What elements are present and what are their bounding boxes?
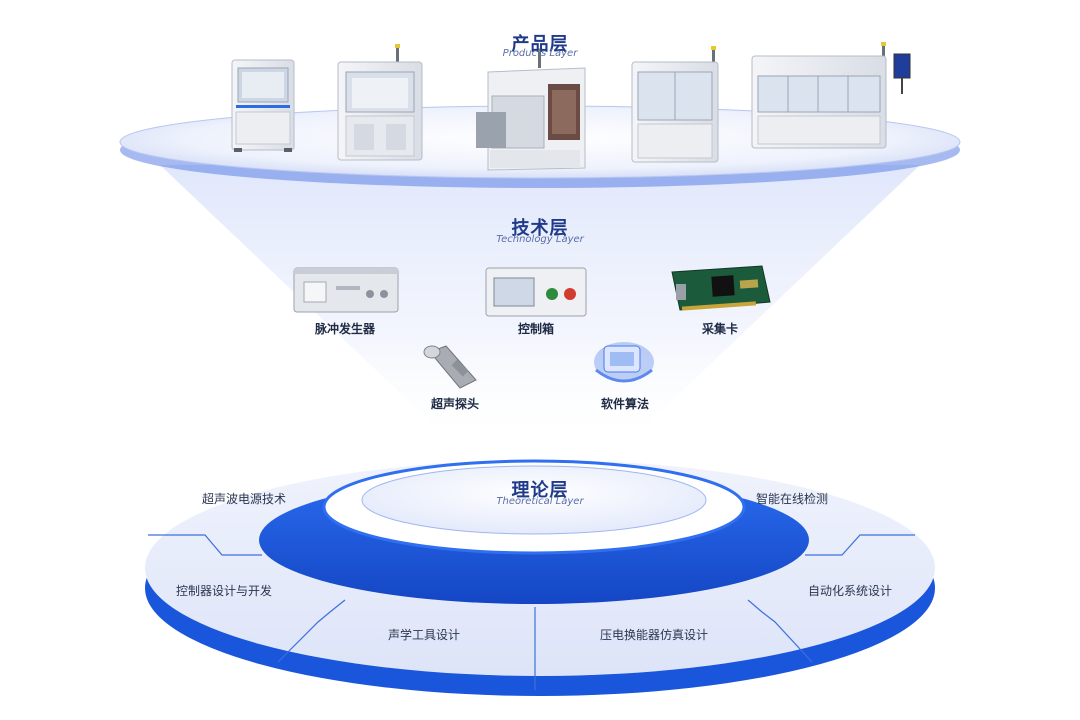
product-equipment-4 bbox=[631, 46, 719, 163]
tech-label-software-algorithm: 软件算法 bbox=[600, 397, 649, 411]
theory-layer-subtitle: Theoretical Layer bbox=[496, 496, 584, 507]
tech-label-pulse-generator: 脉冲发生器 bbox=[314, 322, 375, 336]
ring-label-ultrasonic-power: 超声波电源技术 bbox=[202, 492, 287, 506]
ring-label-controller-design: 控制器设计与开发 bbox=[176, 584, 273, 598]
ring-label-piezo-simulation: 压电换能器仿真设计 bbox=[600, 628, 709, 642]
product-equipment-1 bbox=[231, 59, 295, 152]
pulse-generator-icon bbox=[293, 267, 399, 313]
products-layer-title: 产品层 bbox=[511, 34, 569, 55]
tech-label-ultrasonic-probe: 超声探头 bbox=[430, 397, 479, 411]
ultrasonic-probe-icon bbox=[423, 345, 477, 389]
control-box-icon bbox=[485, 267, 587, 317]
ring-label-acoustic-tool: 声学工具设计 bbox=[388, 628, 461, 642]
ring-label-automation-design: 自动化系统设计 bbox=[808, 584, 893, 598]
product-equipment-5 bbox=[751, 42, 911, 149]
product-equipment-2 bbox=[337, 44, 423, 161]
theory-layer-title: 理论层 bbox=[511, 480, 569, 501]
ring-label-online-inspection: 智能在线检测 bbox=[756, 492, 829, 506]
products-layer-subtitle: Products Layer bbox=[502, 48, 578, 59]
theory-platform bbox=[145, 459, 935, 696]
tech-label-acquisition-card: 采集卡 bbox=[701, 322, 738, 336]
technology-layer-title: 技术层 bbox=[511, 218, 569, 239]
product-equipment-3 bbox=[476, 48, 586, 171]
acquisition-card-icon bbox=[671, 265, 771, 311]
software-algorithm-icon bbox=[594, 342, 654, 383]
tech-label-control-box: 控制箱 bbox=[517, 322, 554, 336]
technology-layer-subtitle: Technology Layer bbox=[496, 234, 584, 245]
